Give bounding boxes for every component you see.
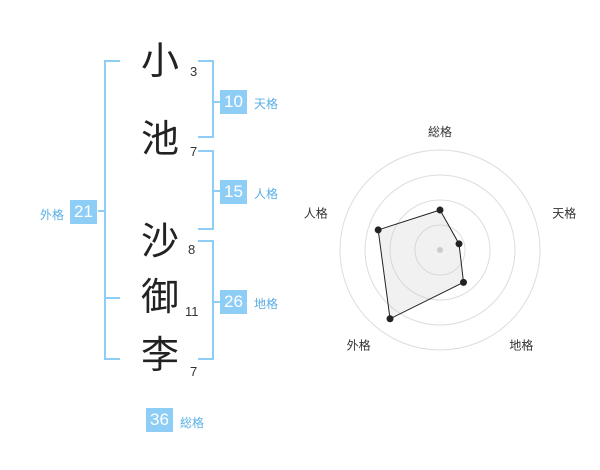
radar-point-1 [436,206,444,214]
radar-axis-label-4: 外格 [347,337,371,352]
radar-axis-label-2: 天格 [552,206,576,221]
name-char-1: 小 [140,39,179,83]
gaikaku-bracket-connector [98,210,106,212]
stroke-count-1: 3 [190,64,198,79]
jinkaku-badge: 15 [220,180,247,204]
soukaku-label: 総格 [180,416,205,430]
stroke-count-3: 8 [188,242,196,257]
radar-axis-label-1: 総格 [428,124,452,139]
radar-point-3 [460,278,468,286]
name-char-3: 沙 [140,219,179,263]
name-char-4: 御 [140,275,179,319]
radar-polygon [377,209,465,320]
tenkaku-bracket-connector [212,101,220,103]
radar-point-4 [386,315,394,323]
radar-point-2 [455,240,463,248]
chikaku-bracket-connector [212,301,220,303]
stroke-count-5: 7 [190,364,198,379]
chikaku-bracket [198,240,214,360]
soukaku-badge: 36 [146,408,173,432]
name-char-2: 池 [140,117,179,161]
tenkaku-label: 天格 [254,97,279,111]
stroke-count-2: 7 [190,144,198,159]
chikaku-label: 地格 [254,297,279,311]
radar-axis-label-3: 地格 [509,337,533,352]
gaikaku-bracket-inner-tick [104,297,120,299]
chikaku-badge: 26 [220,290,247,314]
tenkaku-badge: 10 [220,90,247,114]
radar-center-dot [437,247,443,253]
radar-axis-label-5: 人格 [304,206,328,221]
radar-ring-3 [364,174,516,326]
radar-ring-1 [414,224,466,276]
name-char-5: 李 [140,333,179,377]
tenkaku-bracket [198,60,214,138]
radar-ring-4 [339,149,541,351]
radar-ring-2 [389,199,491,301]
radar-point-5 [374,226,382,234]
jinkaku-label: 人格 [254,187,279,201]
stroke-count-4: 11 [185,304,199,319]
gaikaku-badge: 21 [70,200,97,224]
gaikaku-label: 外格 [40,208,65,222]
jinkaku-bracket-connector [212,190,220,192]
